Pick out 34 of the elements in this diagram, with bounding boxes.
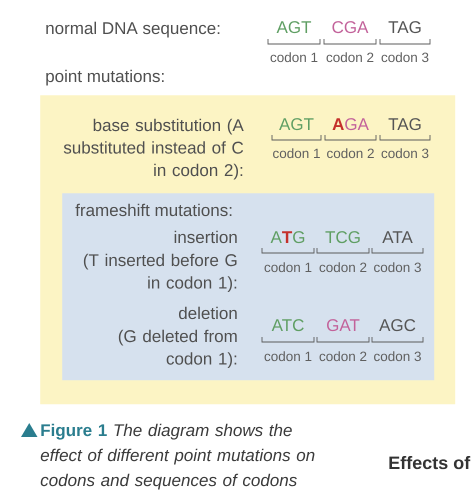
description-text: (T inserted before G in codon 1): [84, 254, 236, 292]
codon-label: codon 1 [273, 148, 320, 158]
section-heading: Effects of [389, 456, 470, 470]
description-text: base substitution (A substituted instead of C in codon 2): [64, 118, 244, 180]
section-heading: frameshift mutations: [75, 204, 232, 216]
codon-label: codon 2 [320, 351, 366, 362]
codon-label: codon 3 [382, 148, 428, 158]
base-triplet: TAG [388, 21, 421, 34]
codon-label: codon 3 [382, 52, 428, 62]
codon-label: codon 2 [320, 262, 366, 272]
codon-label: codon 1 [264, 351, 312, 362]
base-triplet: AGT [279, 118, 314, 130]
figure-caption: Figure 1 The diagram shows the effect of different point mutations on codons and sequences of codons [40, 424, 314, 490]
description-text: (G deleted from codon 1): [118, 330, 237, 368]
base-triplet: TCG [325, 231, 360, 244]
base-triplet: TAG [388, 118, 421, 130]
base-triplet: AGA [332, 118, 369, 130]
base-triplet: GAT [327, 319, 360, 332]
codon-label: codon 3 [374, 351, 421, 362]
subheading: deletion [178, 306, 237, 320]
section-heading: point mutations: [46, 70, 164, 86]
codon-label: codon 1 [270, 52, 318, 62]
codon-label: codon 3 [374, 262, 421, 272]
base-triplet: CGA [332, 21, 368, 34]
codon-label: codon 2 [327, 148, 374, 158]
base-triplet: AGT [276, 21, 312, 34]
base-triplet: ATG [270, 231, 304, 244]
codon-label: codon 2 [326, 52, 374, 62]
base-triplet: AGC [379, 319, 416, 332]
base-triplet: ATC [272, 319, 304, 332]
codon-label: codon 1 [264, 262, 312, 272]
row-label: normal DNA sequence: [46, 22, 220, 38]
subheading: insertion [174, 230, 237, 244]
base-triplet: ATA [382, 231, 413, 243]
